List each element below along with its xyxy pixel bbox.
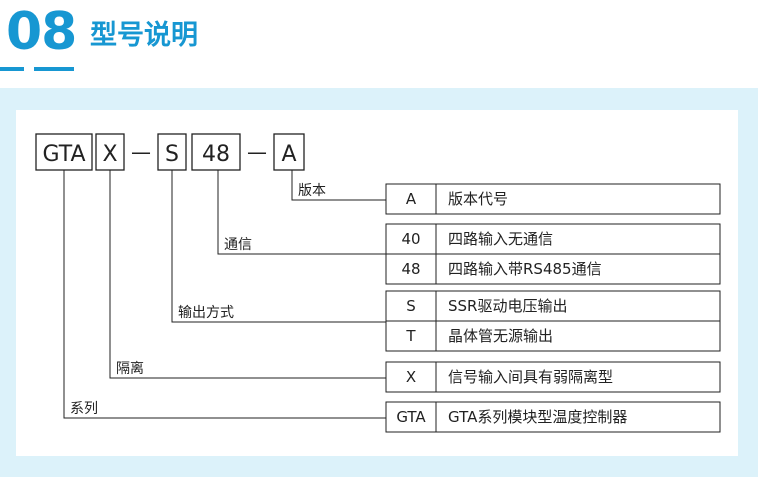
connector-lines bbox=[63, 170, 386, 419]
section-number: 08 bbox=[6, 2, 77, 62]
option-code-comm-48: 48 bbox=[401, 260, 420, 278]
option-code-version-a: A bbox=[406, 190, 417, 208]
branch-label-comm: 通信 bbox=[224, 237, 252, 253]
branch-label-output: 输出方式 bbox=[178, 305, 234, 321]
title-underline-short bbox=[0, 67, 24, 71]
option-code-output-s: S bbox=[406, 297, 416, 315]
table-series bbox=[385, 401, 721, 433]
code-dash-2: — bbox=[247, 140, 267, 164]
code-s: S bbox=[165, 142, 179, 167]
option-desc-isolation-x: 信号输入间具有弱隔离型 bbox=[448, 368, 613, 386]
option-desc-output-s: SSR驱动电压输出 bbox=[448, 297, 567, 315]
option-code-isolation-x: X bbox=[406, 368, 416, 386]
code-box-a bbox=[273, 133, 305, 171]
connector-series bbox=[63, 170, 386, 419]
option-desc-comm-48: 四路输入带RS485通信 bbox=[448, 260, 602, 278]
option-desc-version-a: 版本代号 bbox=[448, 190, 508, 208]
option-code-series-gta: GTA bbox=[396, 408, 426, 426]
code-x: X bbox=[102, 142, 117, 167]
section-header: 08 型号说明 bbox=[0, 0, 758, 80]
connector-version bbox=[291, 170, 386, 201]
table-isolation bbox=[385, 361, 721, 393]
option-code-comm-40: 40 bbox=[401, 230, 420, 248]
option-desc-output-t: 晶体管无源输出 bbox=[448, 327, 553, 345]
branch-label-version: 版本 bbox=[298, 183, 326, 199]
title-underline-long bbox=[34, 67, 74, 71]
connector-output bbox=[171, 170, 386, 323]
code-box-48 bbox=[191, 133, 241, 171]
option-desc-series-gta: GTA系列模块型温度控制器 bbox=[448, 408, 627, 426]
code-gta: GTA bbox=[42, 142, 85, 167]
table-version bbox=[385, 183, 721, 215]
branch-label-series: 系列 bbox=[70, 401, 98, 417]
code-dash-1: — bbox=[131, 140, 151, 164]
branch-label-isolation: 隔离 bbox=[116, 360, 144, 377]
section-title: 型号说明 bbox=[90, 20, 198, 51]
option-desc-comm-40: 四路输入无通信 bbox=[448, 230, 553, 248]
connector-comm bbox=[217, 170, 386, 255]
code-48: 48 bbox=[202, 142, 230, 167]
connector-isolation bbox=[109, 170, 386, 379]
code-a: A bbox=[281, 142, 296, 167]
option-code-output-t: T bbox=[405, 327, 416, 345]
